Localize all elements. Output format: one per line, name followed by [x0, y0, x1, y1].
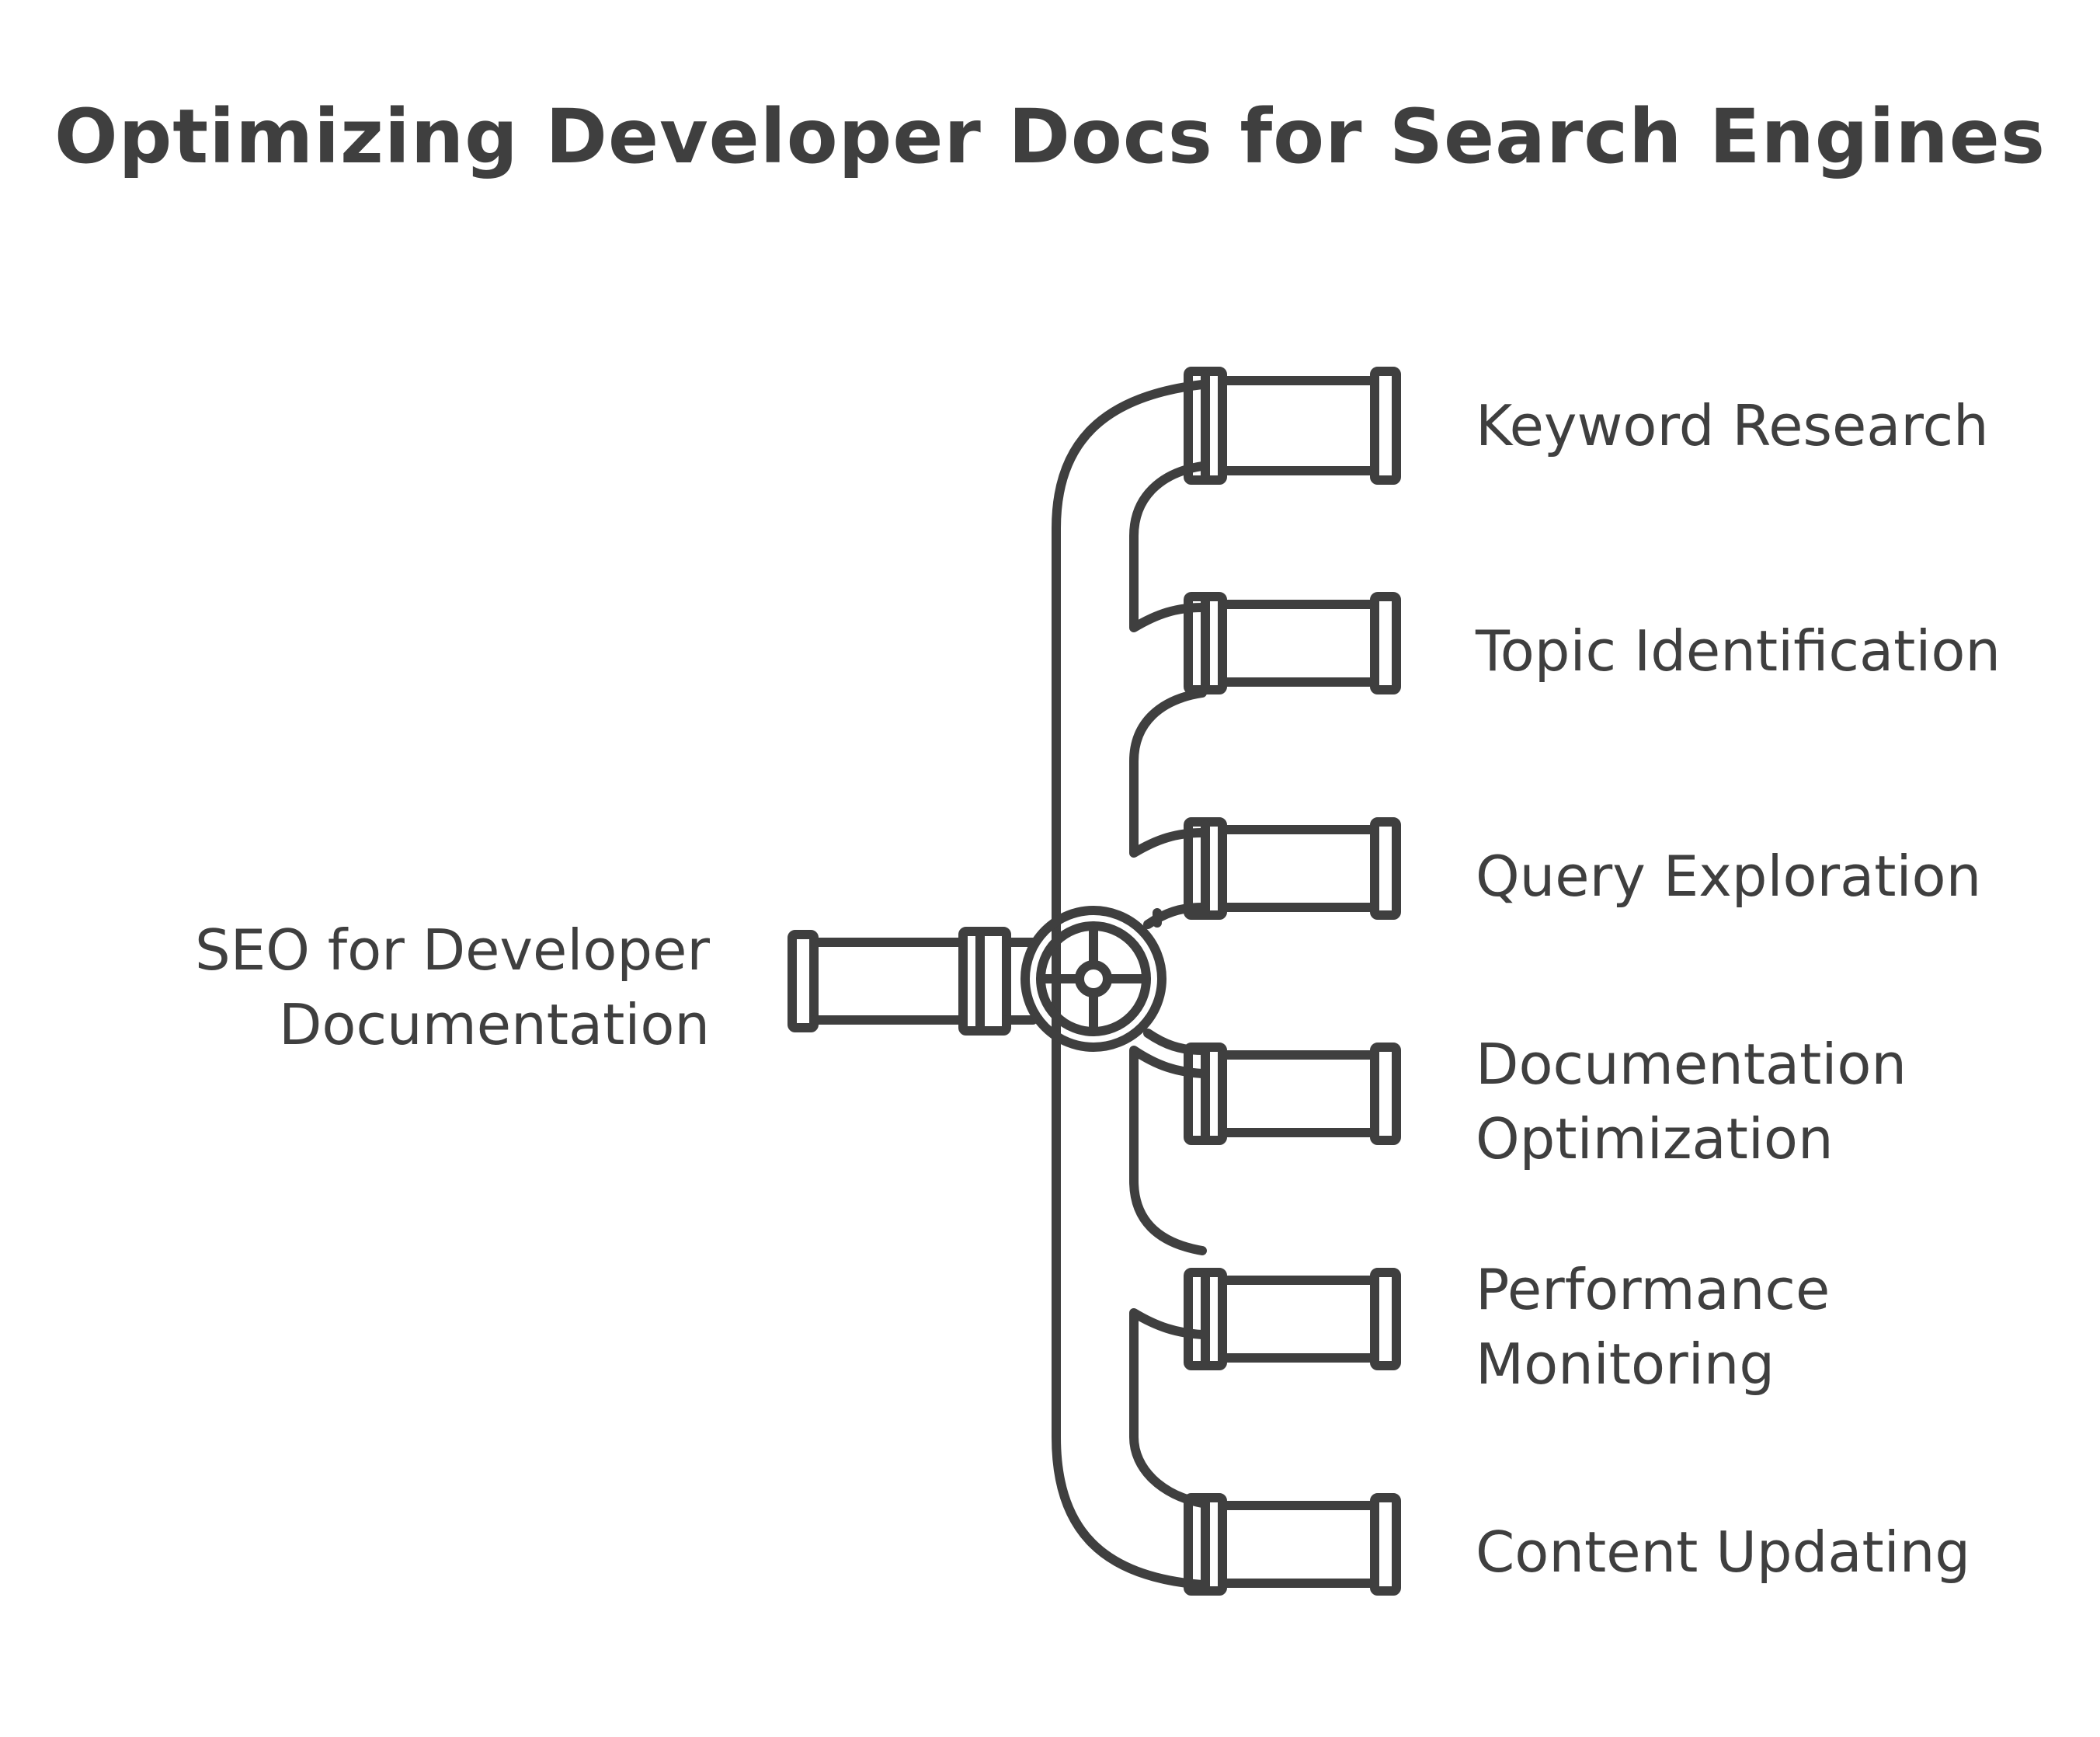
- branch-label-3: Query Exploration: [1476, 839, 1981, 914]
- branch-label-4-line-2: Optimization: [1476, 1106, 1834, 1171]
- branch-pipe-4: [1184, 1043, 1401, 1145]
- branch-label-5-line-1: Performance: [1476, 1257, 1831, 1322]
- branch-pipe-2: [1184, 592, 1401, 694]
- branch-pipe-3: [1184, 817, 1401, 920]
- branch-pipe-5: [1184, 1268, 1401, 1370]
- branch-label-6: Content Updating: [1476, 1515, 1970, 1589]
- manifold-inner-wall-2: [1129, 688, 1207, 858]
- branch-label-2: Topic Identification: [1476, 614, 2001, 688]
- branch-label-5: Performance Monitoring: [1476, 1252, 1830, 1401]
- source-label-line-1: SEO for Developer: [195, 917, 710, 983]
- manifold-inner-wall-3: [1129, 1046, 1207, 1255]
- branch-label-2-line-1: Topic Identification: [1476, 618, 2001, 684]
- source-label: SEO for Developer Documentation: [195, 913, 710, 1062]
- branch-label-5-line-2: Monitoring: [1476, 1331, 1775, 1397]
- manifold-outer-wall: [1052, 380, 1207, 1589]
- source-label-line-2: Documentation: [278, 992, 710, 1057]
- branch-label-1: Keyword Research: [1476, 388, 1989, 463]
- manifold-inner-wall-top: [1129, 461, 1207, 632]
- manifold-inner-wall-4: [1129, 1308, 1207, 1508]
- branch-pipe-6: [1184, 1493, 1401, 1596]
- valve-wheel: [1020, 906, 1166, 1052]
- branch-label-6-line-1: Content Updating: [1476, 1519, 1971, 1585]
- source-pipe: [788, 927, 1038, 1036]
- branch-label-4: Documentation Optimization: [1476, 1027, 1907, 1176]
- branch-label-4-line-1: Documentation: [1476, 1032, 1907, 1097]
- branch-pipe-1: [1184, 367, 1401, 485]
- branch-label-3-line-1: Query Exploration: [1476, 844, 1982, 909]
- diagram-title: Optimizing Developer Docs for Search Eng…: [54, 93, 2046, 180]
- branch-label-1-line-1: Keyword Research: [1476, 393, 1989, 458]
